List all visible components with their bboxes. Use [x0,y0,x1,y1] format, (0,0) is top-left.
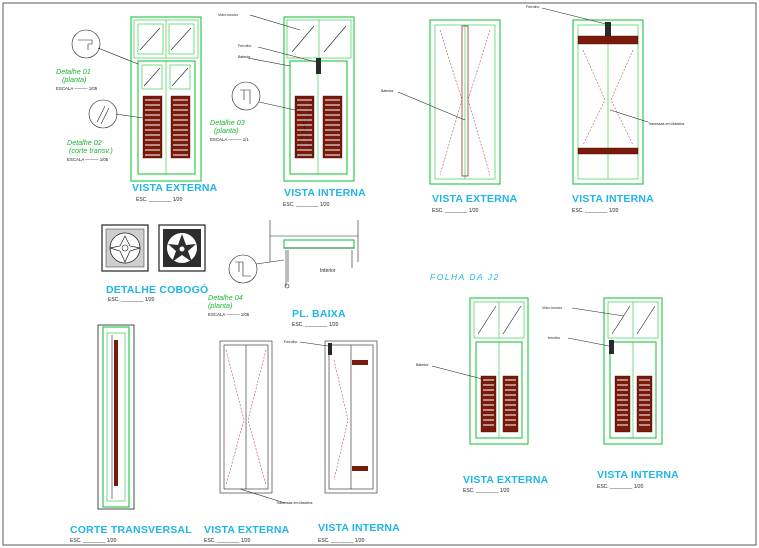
vista-interna-3-title: VISTA INTERNA [318,522,400,534]
pl-baixa-title: PL. BAIXA [292,308,346,320]
detalhe-01-circle [71,29,101,59]
louver-slats [145,99,650,426]
vista-externa-3-door [219,340,273,494]
vista-externa-2-title: VISTA EXTERNA [432,193,518,205]
ferrolho-1-label: Ferrolho [238,44,251,48]
detalhe-03-circle [231,81,261,111]
corte-transversal-section [97,324,135,510]
travessas-2-label: Travessas em Madeira [276,501,312,505]
vista-externa-3-scale: ESC. ________ 1/20 [204,538,251,544]
detalhe-01-label: Detalhe 01 [56,67,91,76]
batedor-3-label: Batedor [416,363,429,367]
vista-externa-3-title: VISTA EXTERNA [204,524,290,536]
pl-baixa-scale: ESC. ________ 1/20 [292,322,339,328]
cobogo-tile-2 [158,224,206,272]
vista-interna-1-title: VISTA INTERNA [284,187,366,199]
detalhe-04-sub: (planta) [208,301,232,310]
detalhe-01-scale: ESCALA ——— 1/05 [56,86,98,91]
vista-interna-2-scale: ESC. ________ 1/20 [572,208,619,214]
batedor-1-label: Batedor [238,55,251,59]
detalhe-02-circle [88,99,118,129]
corte-transversal-title: CORTE TRANSVERSAL [70,524,192,536]
folha-da-j2-label: FOLHA DA J2 [430,272,500,282]
vista-interna-j2-title: VISTA INTERNA [597,469,679,481]
detalhe-02-label: Detalhe 02 [67,138,102,147]
vista-interna-2-window [572,19,644,185]
vista-externa-j2-title: VISTA EXTERNA [463,474,549,486]
detalhe-04-scale: ESCALA ——— 1/05 [208,312,250,317]
vista-interna-j2-scale: ESC. ________ 1/20 [597,484,644,490]
detalhe-04-circle [228,254,258,284]
vidro-incolor-1-label: Vidro incolor [218,13,239,17]
ferrolho-4-label: ferrolho [548,336,560,340]
detalhe-01-sub: (planta) [62,75,86,84]
vista-externa-j2-window [469,297,529,445]
detalhe-02-sub: (corte transv.) [69,146,113,155]
vista-externa-2-window [429,19,501,185]
pl-baixa-plan [269,220,359,289]
vista-interna-3-door [324,340,378,494]
detalhe-cobogo-scale: ESC. ________ 1/20 [108,297,155,303]
vista-externa-2-scale: ESC. ________ 1/20 [432,208,479,214]
corte-transversal-scale: ESC. ________ 1/20 [70,538,117,544]
batedor-2-label: Batedor [381,89,394,93]
vista-externa-1-scale: ESC. ________ 1/20 [136,197,183,203]
detalhe-03-scale: ESCALA ——— 1/1 [210,137,249,142]
pl-baixa-interior-label: Interior [320,268,336,274]
vista-externa-1-title: VISTA EXTERNA [132,182,218,194]
vista-interna-3-scale: ESC. ________ 1/20 [318,538,365,544]
ferrolho-2-label: Ferrolho [526,5,539,9]
cobogo-tile-1 [101,224,149,272]
vista-interna-1-window [283,16,355,182]
detalhe-cobogo-title: DETALHE COBOGÓ [106,283,208,296]
detalhe-02-scale: ESCALA ——— 1/05 [67,157,109,162]
ferrolho-3-label: Ferrolho [284,340,297,344]
detalhe-03-label: Detalhe 03 [210,118,245,127]
travessas-1-label: Travessas em Madeira [648,122,684,126]
detalhe-04-label: Detalhe 04 [208,293,243,302]
vista-interna-2-title: VISTA INTERNA [572,193,654,205]
vidro-incolor-2-label: Vidro incolor [542,306,563,310]
vista-interna-j2-window [603,297,663,445]
vista-externa-1-window [130,16,202,182]
detalhe-03-sub: (planta) [214,126,238,135]
vista-externa-j2-scale: ESC. ________ 1/20 [463,488,510,494]
vista-interna-1-scale: ESC. ________ 1/20 [283,202,330,208]
